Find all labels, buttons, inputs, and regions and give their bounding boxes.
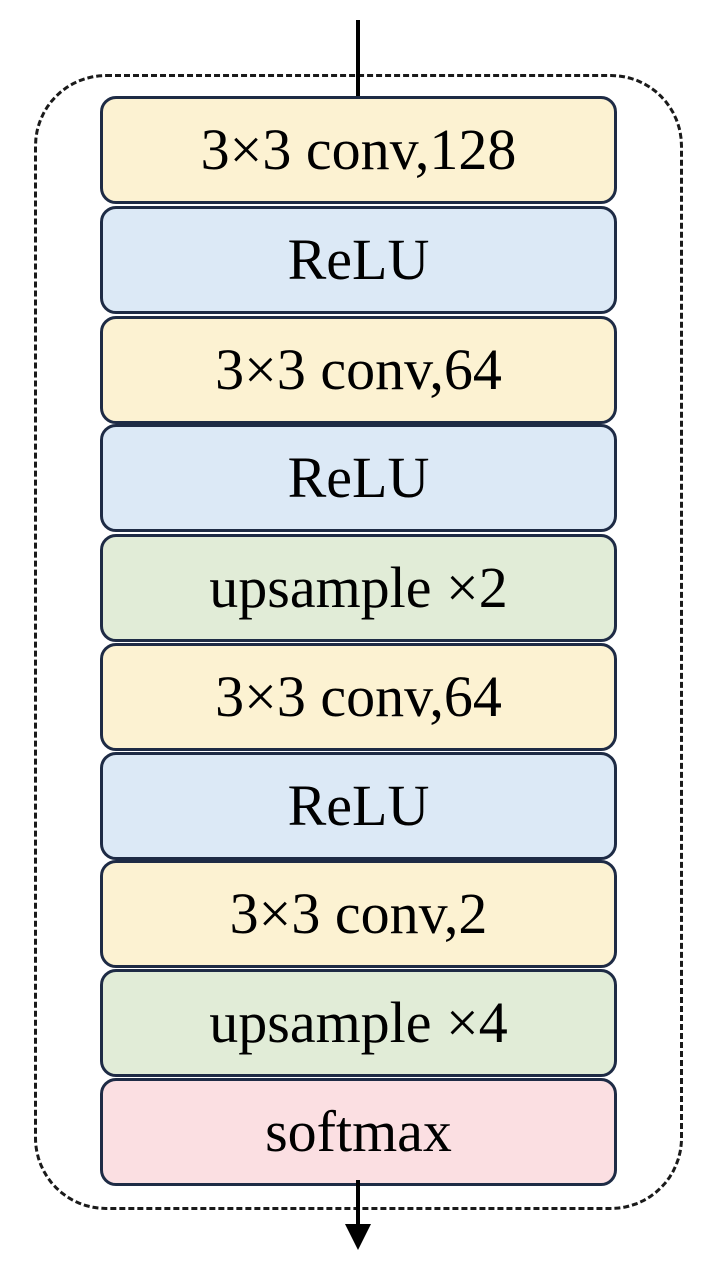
layer-upsample-x2: upsample ×2 — [100, 534, 617, 642]
layer-conv-128: 3×3 conv,128 — [100, 96, 617, 204]
layer-relu-1: ReLU — [100, 206, 617, 314]
output-arrowhead-icon — [345, 1224, 371, 1250]
layer-conv-64-a: 3×3 conv,64 — [100, 316, 617, 424]
layer-relu-3: ReLU — [100, 752, 617, 860]
layer-upsample-x4: upsample ×4 — [100, 969, 617, 1077]
output-arrow — [356, 1180, 360, 1228]
input-arrow — [356, 20, 360, 98]
layer-conv-64-b: 3×3 conv,64 — [100, 643, 617, 751]
layer-softmax: softmax — [100, 1078, 617, 1186]
layer-relu-2: ReLU — [100, 424, 617, 532]
layer-conv-2: 3×3 conv,2 — [100, 860, 617, 968]
